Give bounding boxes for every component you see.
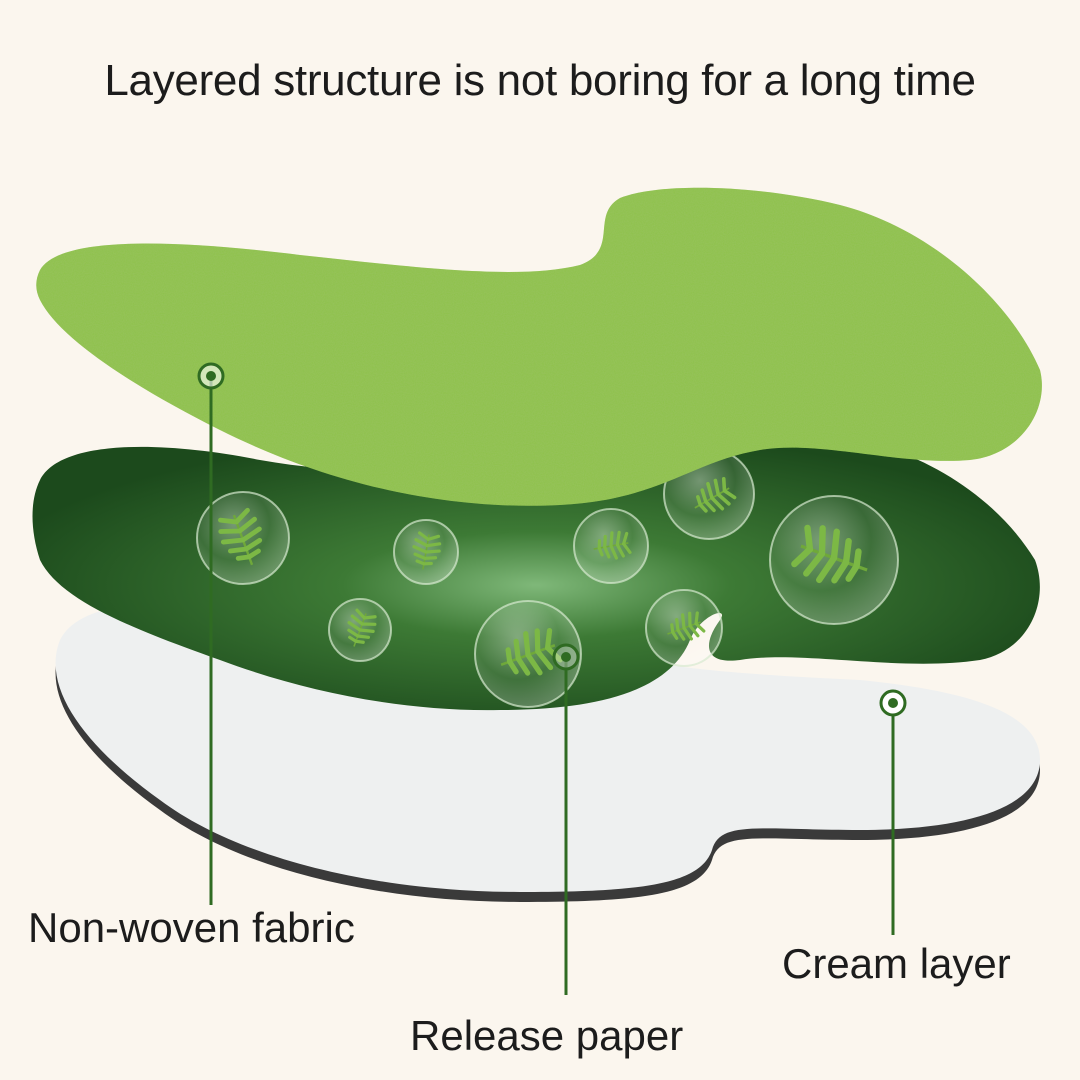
non-woven-fabric-layer	[36, 187, 1042, 506]
target-icon	[197, 362, 225, 390]
leader-non-woven	[197, 362, 225, 905]
diagram-title: Layered structure is not boring for a lo…	[104, 56, 976, 105]
label-release-paper: Release paper	[410, 1012, 684, 1059]
target-icon	[552, 643, 580, 671]
leader-cream-layer	[879, 689, 907, 935]
label-non-woven-fabric: Non-woven fabric	[28, 904, 355, 951]
target-icon	[879, 689, 907, 717]
leader-release-paper	[552, 643, 580, 995]
label-cream-layer: Cream layer	[782, 940, 1011, 987]
